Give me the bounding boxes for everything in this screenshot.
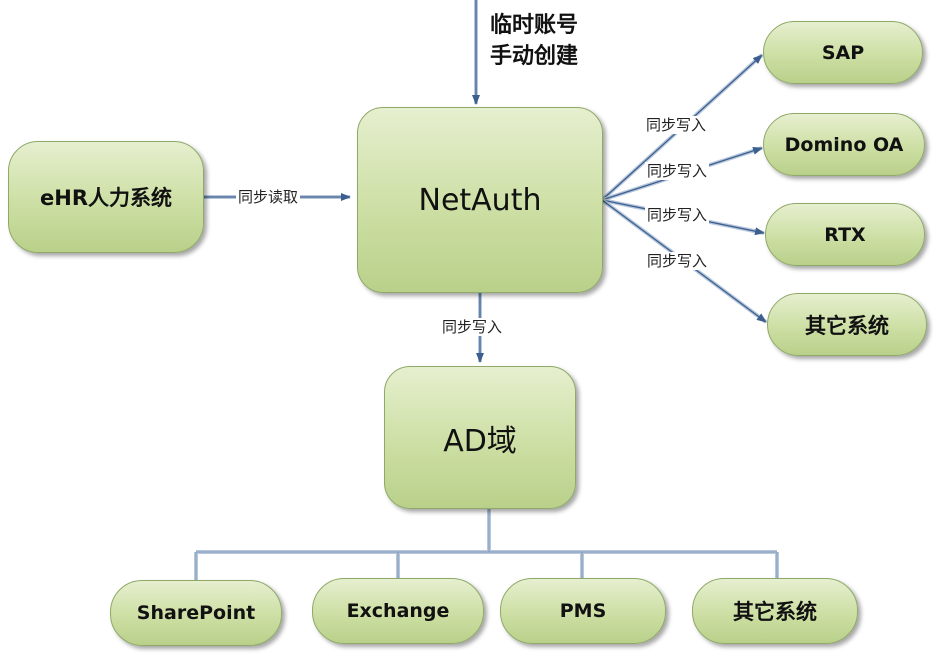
other-system-right-label: 其它系统 — [805, 313, 889, 338]
edge-label-other: 同步写入 — [645, 252, 710, 270]
exchange-label: Exchange — [346, 600, 450, 622]
ehr-node[interactable]: eHR人力系统 — [8, 141, 204, 253]
exchange-node[interactable]: Exchange — [312, 578, 484, 644]
edge-label-domino: 同步写入 — [645, 162, 710, 180]
sharepoint-label: SharePoint — [136, 602, 256, 624]
sharepoint-node[interactable]: SharePoint — [110, 580, 282, 646]
rtx-label: RTX — [824, 223, 866, 246]
edge-label-ehr-netauth: 同步读取 — [236, 188, 301, 206]
manual-create-line2: 手动创建 — [490, 44, 579, 69]
netauth-label: NetAuth — [418, 182, 542, 218]
ehr-label: eHR人力系统 — [40, 186, 172, 210]
edge-label-netauth-ad: 同步写入 — [440, 318, 505, 336]
ad-node[interactable]: AD域 — [384, 366, 576, 509]
domino-label: Domino OA — [784, 133, 904, 156]
manual-create-line1: 临时账号 — [490, 13, 579, 38]
sap-label: SAP — [821, 41, 865, 64]
rtx-node[interactable]: RTX — [765, 203, 925, 266]
ad-label: AD域 — [443, 423, 517, 459]
other-system-bottom-node[interactable]: 其它系统 — [692, 578, 858, 644]
other-system-right-node[interactable]: 其它系统 — [767, 293, 927, 356]
pms-node[interactable]: PMS — [500, 578, 666, 644]
domino-node[interactable]: Domino OA — [763, 113, 925, 176]
pms-label: PMS — [559, 600, 607, 622]
edge-label-rtx: 同步写入 — [645, 206, 710, 224]
ad-tree-connector — [194, 508, 779, 580]
other-system-bottom-label: 其它系统 — [733, 600, 817, 624]
sap-node[interactable]: SAP — [763, 21, 923, 84]
netauth-node[interactable]: NetAuth — [357, 107, 603, 293]
edge-label-sap: 同步写入 — [644, 116, 709, 134]
manual-create-note: 临时账号 手动创建 — [490, 10, 578, 72]
